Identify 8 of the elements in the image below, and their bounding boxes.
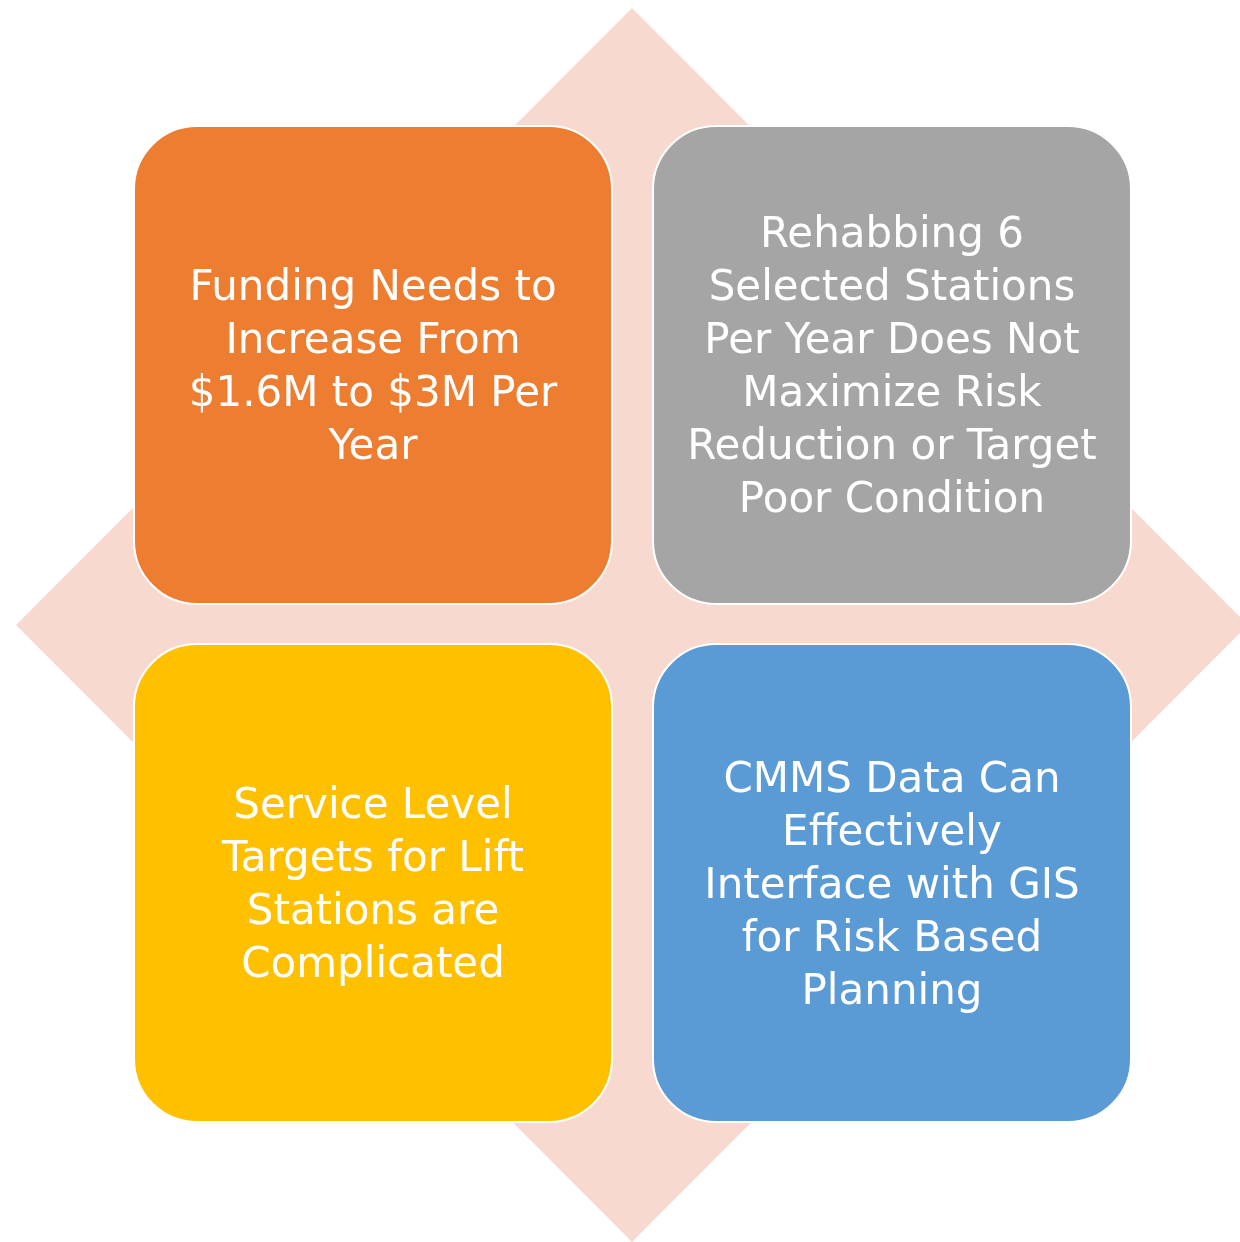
box-text: Rehabbing 6 Selected Stations Per Year Does Not Maximize Risk Reduction or Target Poor Condition [686,207,1098,524]
rounded-box [133,125,613,605]
rounded-box [652,125,1132,605]
box-text: CMMS Data Can Effectively Interface with GIS for Risk Based Planning [703,751,1081,1016]
box-text: Funding Needs to Increase From $1.6M to $3M Per Year [187,260,559,471]
box-text: Service Level Targets for Lift Stations are Complicated [221,778,525,989]
rounded-box [652,643,1132,1123]
rounded-box [133,643,613,1123]
